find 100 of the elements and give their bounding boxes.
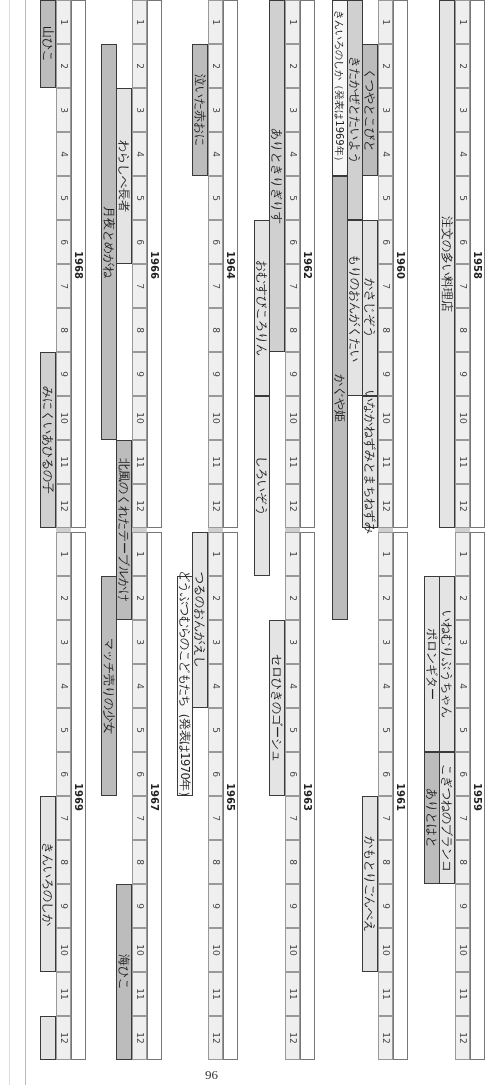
month-cell: 1 bbox=[132, 0, 147, 44]
month-cell: 1 bbox=[455, 532, 470, 576]
month-cell: 4 bbox=[56, 664, 71, 708]
month-cell: 7 bbox=[132, 796, 147, 840]
month-cell: 8 bbox=[132, 308, 147, 352]
month-cell: 9 bbox=[208, 352, 223, 396]
month-cell: 1 bbox=[208, 532, 223, 576]
month-cell: 1 bbox=[378, 532, 393, 576]
year-label: 1960 bbox=[394, 251, 407, 279]
month-cell: 8 bbox=[285, 308, 300, 352]
month-cell: 5 bbox=[378, 176, 393, 220]
bar-label: かさじぞう bbox=[363, 278, 377, 338]
month-cell: 6 bbox=[378, 220, 393, 264]
month-cell: 11 bbox=[132, 972, 147, 1016]
month-cell: 12 bbox=[285, 484, 300, 528]
month-cell: 7 bbox=[455, 796, 470, 840]
bar-label: かもとりごんべえ bbox=[363, 836, 377, 932]
month-cell: 3 bbox=[208, 620, 223, 664]
timeline-bar bbox=[40, 352, 56, 528]
month-cell: 4 bbox=[378, 664, 393, 708]
timeline-bar bbox=[40, 0, 56, 88]
timeline-bar bbox=[101, 576, 117, 796]
month-cell: 8 bbox=[285, 840, 300, 884]
bar-label: みにくいあひるの子 bbox=[41, 386, 55, 494]
bar-label: くつやとこびと bbox=[363, 68, 377, 152]
month-cell: 9 bbox=[132, 352, 147, 396]
timeline-bar bbox=[347, 220, 363, 396]
month-cell: 6 bbox=[285, 220, 300, 264]
bar-label: 北風のくれたテーブルかけ bbox=[117, 458, 131, 602]
month-cell: 7 bbox=[285, 796, 300, 840]
month-cell: 10 bbox=[56, 928, 71, 972]
month-cell: 12 bbox=[208, 484, 223, 528]
month-cell: 6 bbox=[208, 220, 223, 264]
timeline-bar bbox=[101, 44, 117, 440]
year-label: 1963 bbox=[301, 783, 314, 811]
bar-label: きたかぜとたいよう bbox=[348, 56, 362, 164]
bar-label: しろいぞう bbox=[255, 456, 269, 516]
timeline-bar bbox=[269, 0, 285, 352]
month-cell: 2 bbox=[455, 576, 470, 620]
month-cell: 2 bbox=[132, 576, 147, 620]
timeline-bar bbox=[116, 440, 132, 620]
bar-label: ありときりぎりす bbox=[270, 128, 284, 224]
month-cell: 5 bbox=[132, 176, 147, 220]
month-cell: 10 bbox=[378, 928, 393, 972]
month-cell: 2 bbox=[378, 576, 393, 620]
month-cell: 1 bbox=[378, 0, 393, 44]
bar-label: 注文の多い料理店 bbox=[440, 216, 454, 312]
year-label: 1959 bbox=[471, 783, 484, 811]
month-cell: 10 bbox=[132, 396, 147, 440]
bar-label: おむすびころりん bbox=[255, 260, 269, 356]
month-cell: 10 bbox=[378, 396, 393, 440]
month-cell: 5 bbox=[285, 708, 300, 752]
month-cell: 9 bbox=[378, 352, 393, 396]
timeline-bar bbox=[424, 576, 440, 752]
month-cell: 10 bbox=[208, 396, 223, 440]
month-cell: 11 bbox=[56, 440, 71, 484]
month-cell: 6 bbox=[208, 752, 223, 796]
month-cell: 10 bbox=[455, 928, 470, 972]
month-cell: 12 bbox=[56, 1016, 71, 1060]
month-cell: 12 bbox=[455, 1016, 470, 1060]
timeline-bar bbox=[424, 752, 440, 884]
month-cell: 7 bbox=[378, 264, 393, 308]
month-cell: 5 bbox=[132, 708, 147, 752]
month-cell: 3 bbox=[378, 88, 393, 132]
month-cell: 2 bbox=[208, 576, 223, 620]
year-label: 1965 bbox=[224, 783, 237, 811]
month-cell: 4 bbox=[455, 664, 470, 708]
month-cell: 10 bbox=[455, 396, 470, 440]
bar-label: つるのおんがえし bbox=[193, 572, 207, 668]
month-cell: 7 bbox=[285, 264, 300, 308]
timeline-bar bbox=[40, 1016, 56, 1060]
month-cell: 4 bbox=[285, 132, 300, 176]
month-cell: 9 bbox=[378, 884, 393, 928]
timeline-bar bbox=[116, 884, 132, 1060]
month-cell: 5 bbox=[208, 708, 223, 752]
month-cell: 5 bbox=[455, 176, 470, 220]
bar-label: かぐや姫 bbox=[333, 374, 347, 422]
month-cell: 12 bbox=[56, 484, 71, 528]
month-cell: 3 bbox=[455, 88, 470, 132]
month-cell: 12 bbox=[132, 484, 147, 528]
bar-label: ありとはと bbox=[425, 788, 439, 848]
month-cell: 8 bbox=[208, 840, 223, 884]
month-cell: 8 bbox=[455, 308, 470, 352]
bar-label: こぎつねのブランコ bbox=[440, 764, 454, 872]
month-cell: 12 bbox=[378, 484, 393, 528]
month-cell: 10 bbox=[56, 396, 71, 440]
month-cell: 6 bbox=[56, 752, 71, 796]
bar-label: 泣いた赤おに bbox=[193, 74, 207, 146]
month-cell: 7 bbox=[208, 264, 223, 308]
timeline-bar bbox=[439, 0, 455, 528]
timeline-bar bbox=[254, 220, 270, 396]
month-cell: 7 bbox=[56, 796, 71, 840]
month-cell: 3 bbox=[132, 620, 147, 664]
month-cell: 4 bbox=[132, 664, 147, 708]
month-cell: 12 bbox=[455, 484, 470, 528]
month-cell: 6 bbox=[132, 752, 147, 796]
bar-label: いねむりぶうちゃん bbox=[440, 610, 454, 718]
month-cell: 4 bbox=[208, 132, 223, 176]
month-cell: 4 bbox=[285, 664, 300, 708]
month-cell: 2 bbox=[455, 44, 470, 88]
